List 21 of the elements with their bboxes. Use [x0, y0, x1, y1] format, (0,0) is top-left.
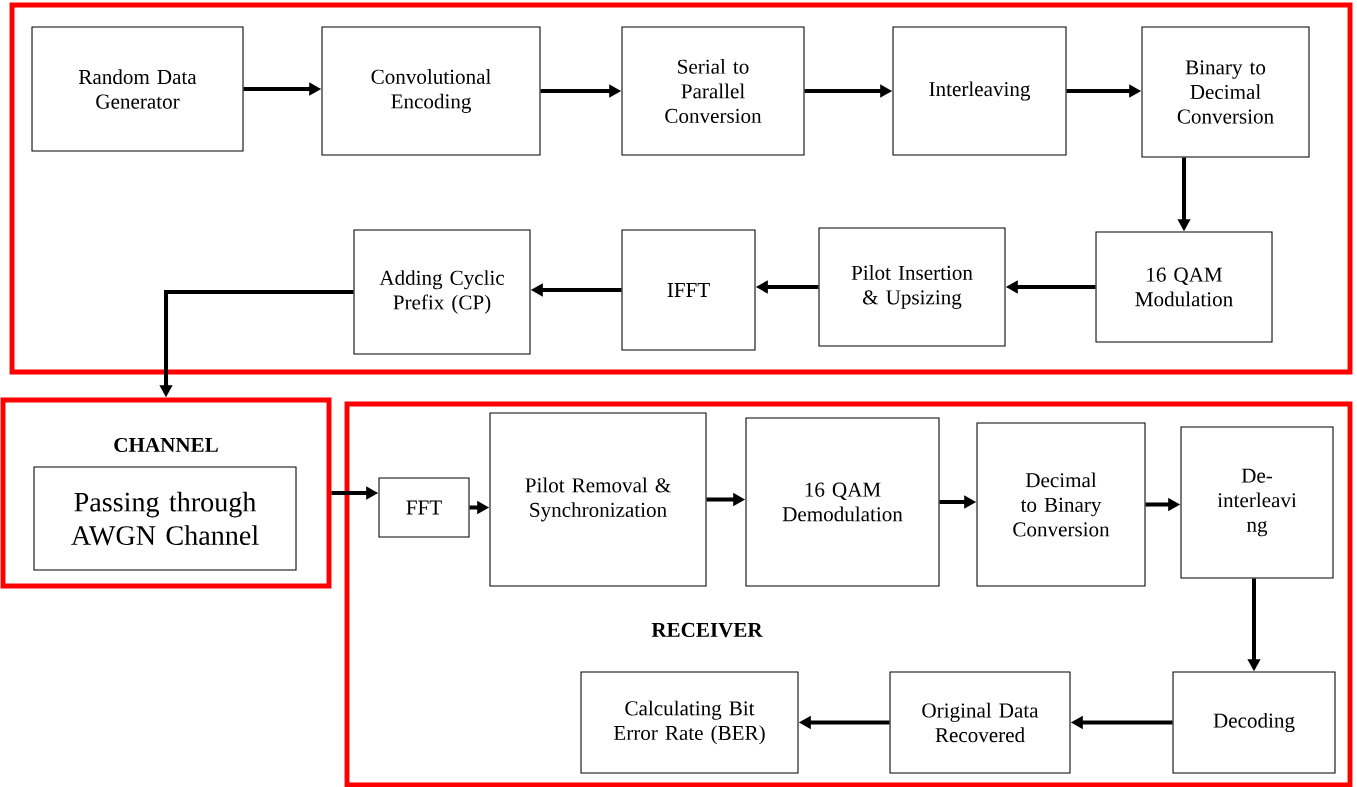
process-box: Binary to Decimal Conversion	[1141, 26, 1310, 158]
process-box: Adding Cyclic Prefix (CP)	[353, 229, 531, 355]
process-box: Calculating Bit Error Rate (BER)	[580, 671, 799, 774]
process-box: Pilot Removal & Synchronization	[489, 412, 707, 587]
process-box: 16 QAM Modulation	[1095, 231, 1273, 343]
process-box: Random Data Generator	[31, 26, 244, 152]
process-box: Decoding	[1172, 671, 1336, 774]
process-box: FFT	[378, 477, 470, 538]
channel-box: Passing through AWGN Channel	[33, 466, 297, 571]
heading: RECEIVER	[651, 622, 763, 638]
process-box: 16 QAM Demodulation	[745, 417, 940, 587]
heading: CHANNEL	[114, 437, 218, 453]
process-box: Original Data Recovered	[889, 671, 1071, 774]
process-box: Convolutional Encoding	[321, 26, 541, 156]
process-box: Pilot Insertion & Upsizing	[818, 227, 1006, 347]
process-box: De- interleavi ng	[1180, 426, 1334, 579]
process-box: IFFT	[621, 229, 756, 351]
process-box: Decimal to Binary Conversion	[976, 422, 1146, 587]
group-frame	[9, 2, 1353, 375]
process-box: Interleaving	[892, 26, 1067, 156]
process-box: Serial to Parallel Conversion	[621, 26, 805, 156]
